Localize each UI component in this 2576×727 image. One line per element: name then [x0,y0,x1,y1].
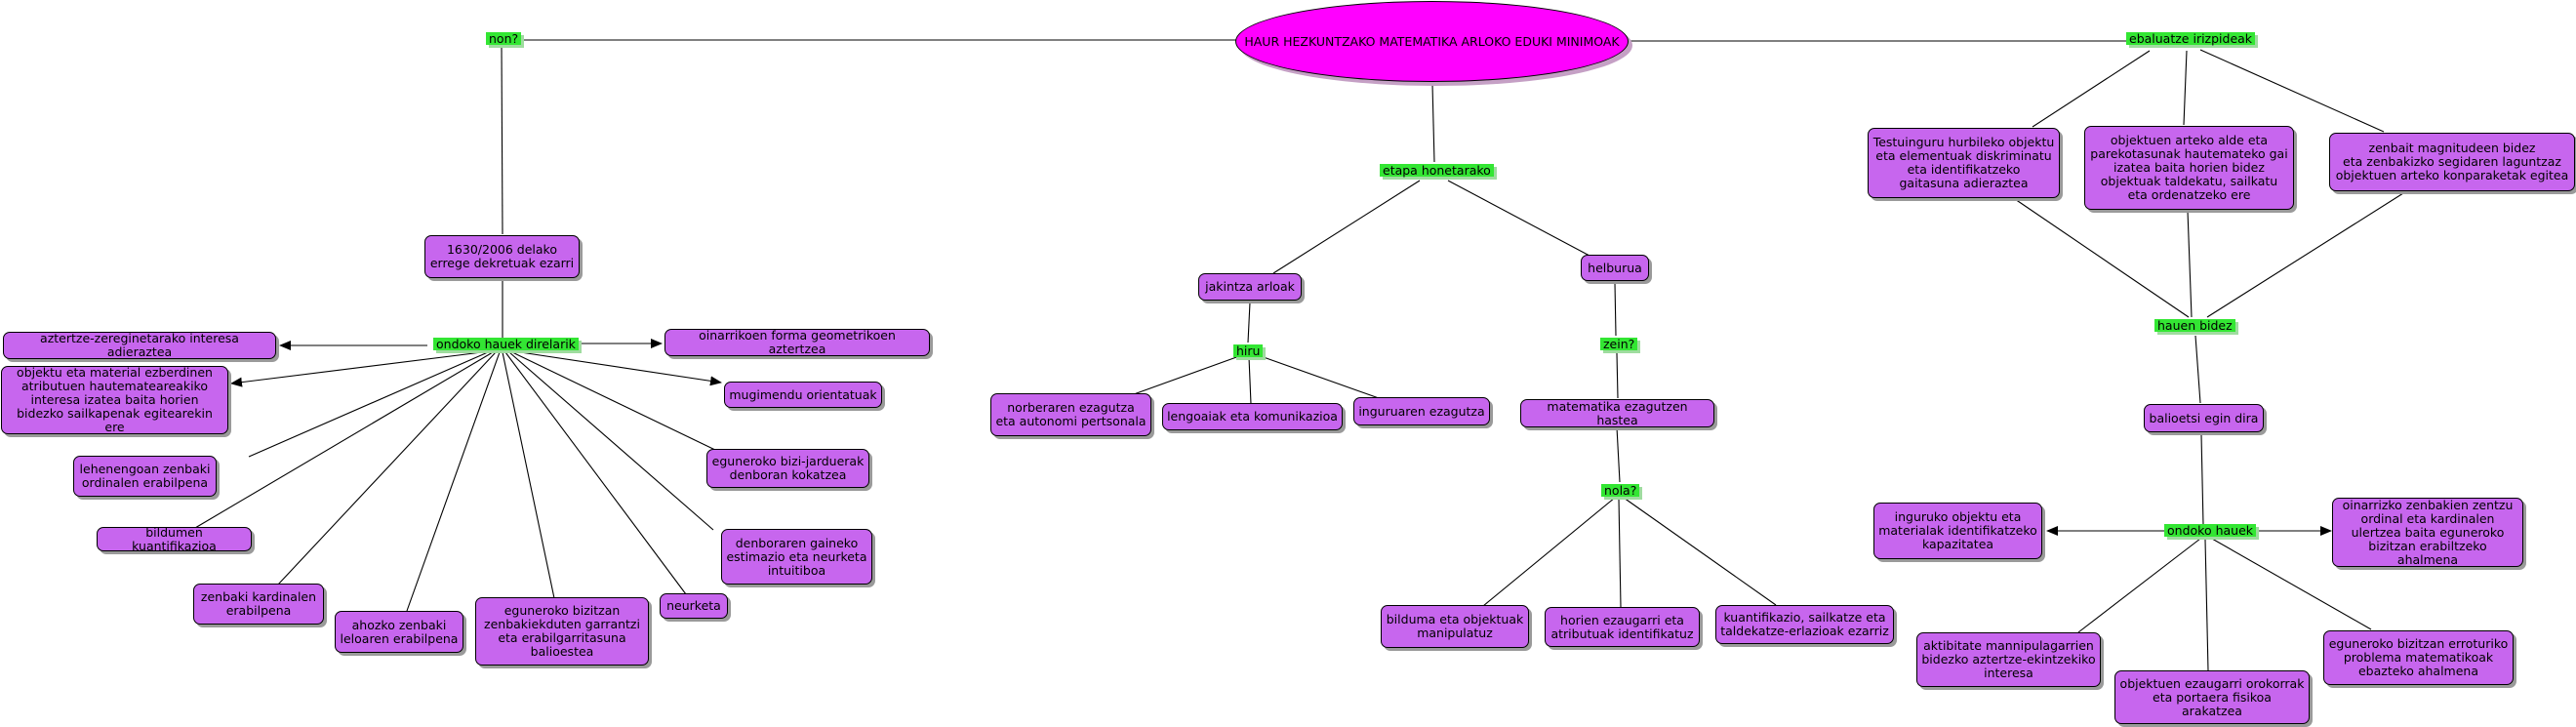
node-lehenengoan-zenbaki[interactable]: lehenengoan zenbaki ordinalen erabilpena [73,456,217,497]
node-objektuen-ezaugarri-orokorrak[interactable]: objektuen ezaugarri orokorrak eta portae… [2114,670,2310,724]
label-ebaluatze-irizpideak[interactable]: ebaluatze irizpideak [2126,32,2256,45]
node-oinarrizko-zenbakien[interactable]: oinarrizko zenbakien zentzu ordinal eta … [2332,498,2523,567]
node-zenbaki-kardinalen[interactable]: zenbaki kardinalen erabilpena [193,584,324,625]
node-objektuen-arteko-alde[interactable]: objektuen arteko alde eta parekotasunak … [2084,126,2294,210]
node-bildumen-kuantifikazioa[interactable]: bildumen kuantifikazioa [97,525,252,552]
node-lengoaiak-komunikazioa[interactable]: lengoaiak eta komunikazioa [1162,403,1343,430]
node-ahozko-zenbaki[interactable]: ahozko zenbaki leloaren erabilpena [335,611,463,653]
node-helburua[interactable]: helburua [1581,255,1649,281]
node-eguneroko-bizitzan-zenbakiek[interactable]: eguneroko bizitzan zenbakiekduten garran… [475,597,649,666]
node-denboraren-gaineko[interactable]: denboraren gaineko estimazio eta neurket… [721,529,872,585]
node-zenbait-magnitudeen[interactable]: zenbait magnitudeen bidez eta zenbakizko… [2329,133,2575,191]
root-title-node[interactable]: HAUR HEZKUNTZAKO MATEMATIKA ARLOKO EDUKI… [1235,1,1629,82]
node-mugimendu-orientatuak[interactable]: mugimendu orientatuak [724,382,882,408]
node-bilduma-objektuak[interactable]: bilduma eta objektuak manipulatuz [1381,605,1529,648]
label-ondoko-hauek[interactable]: ondoko hauek [2164,524,2257,537]
node-decree[interactable]: 1630/2006 delako errege dekretuak ezarri [424,235,580,278]
node-norberaren-ezagutza[interactable]: norberaren ezagutza eta autonomi pertson… [990,393,1151,436]
label-non[interactable]: non? [486,32,522,45]
node-aztertze-zereginetarako[interactable]: aztertze-zereginetarako interesa adieraz… [3,332,276,359]
node-inguruaren-ezagutza[interactable]: inguruaren ezagutza [1353,397,1490,425]
node-aktibitate-mannipulagarrien[interactable]: aktibitate mannipulagarrien bidezko azte… [1916,632,2101,687]
node-horien-ezaugarri[interactable]: horien ezaugarri eta atributuak identifi… [1545,607,1700,647]
label-ondoko-hauek-direlarik[interactable]: ondoko hauek direlarik [433,338,579,350]
node-inguruko-objektu[interactable]: inguruko objektu eta materialak identifi… [1873,503,2042,559]
label-nola[interactable]: nola? [1601,484,1640,497]
node-kuantifikazio-sailkatze[interactable]: kuantifikazio, sailkatze eta taldekatze-… [1715,605,1894,644]
label-hauen-bidez[interactable]: hauen bidez [2154,319,2235,332]
node-neurketa[interactable]: neurketa [660,593,728,619]
node-eguneroko-bizi-jarduerak[interactable]: eguneroko bizi-jarduerak denboran kokatz… [706,449,869,488]
label-hiru[interactable]: hiru [1233,344,1264,357]
node-objektu-material-ezberdinen[interactable]: objektu eta material ezberdinen atributu… [1,366,228,434]
node-jakintza-arloak[interactable]: jakintza arloak [1198,273,1302,301]
node-oinarrikoen-forma[interactable]: oinarrikoen forma geometrikoen aztertzea [664,329,930,356]
node-balioetsi-egin-dira[interactable]: balioetsi egin dira [2144,404,2264,432]
node-matematika-ezagutzen[interactable]: matematika ezagutzen hastea [1520,399,1714,427]
node-testuinguru-hurbileko[interactable]: Testuinguru hurbileko objektu eta elemen… [1868,128,2060,198]
label-zein[interactable]: zein? [1600,338,1638,350]
label-etapa-honetarako[interactable]: etapa honetarako [1380,164,1494,177]
node-eguneroko-erroturiko[interactable]: eguneroko bizitzan erroturiko problema m… [2323,630,2514,685]
